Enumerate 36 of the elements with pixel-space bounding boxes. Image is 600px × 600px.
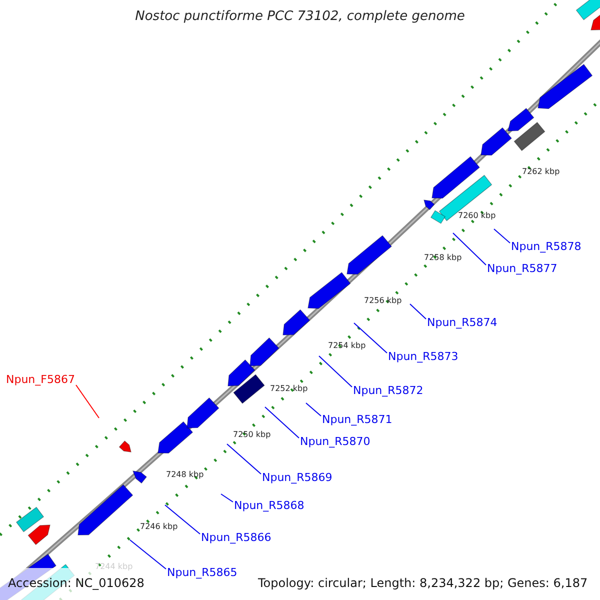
tick-label: 7250 kbp bbox=[233, 430, 271, 439]
leader-line bbox=[410, 304, 426, 320]
leader-line bbox=[226, 444, 262, 474]
gene-label: Npun_R5874 bbox=[427, 316, 498, 329]
leader-line bbox=[306, 402, 322, 416]
gene-label: Npun_R5872 bbox=[353, 384, 424, 397]
gene-label: Npun_R5868 bbox=[234, 499, 304, 512]
gene-label: Npun_R5869 bbox=[262, 471, 332, 484]
leader-line bbox=[264, 406, 300, 438]
leader-line bbox=[130, 540, 166, 570]
genome-summary-text: Topology: circular; Length: 8,234,322 bp; Genes: 6,187 bbox=[258, 576, 588, 590]
gene-label: Npun_R5871 bbox=[322, 413, 392, 426]
leader-line bbox=[164, 504, 200, 534]
tick-label: 7254 kbp bbox=[328, 341, 366, 350]
leader-line bbox=[494, 228, 510, 244]
gene-label: Npun_F5867 bbox=[6, 373, 75, 386]
leader-line bbox=[220, 494, 234, 502]
title: Nostoc punctiforme PCC 73102, complete genome bbox=[134, 9, 466, 24]
tick-label: 7256 kbp bbox=[364, 296, 402, 305]
tick-label: 7258 kbp bbox=[424, 253, 462, 262]
gene-label: Npun_R5865 bbox=[167, 566, 238, 579]
leader-line bbox=[318, 356, 352, 388]
accession-text: Accession: NC_010628 bbox=[8, 576, 144, 590]
gene-label: Npun_R5877 bbox=[487, 262, 558, 275]
gene-label: Npun_R5878 bbox=[511, 240, 582, 253]
tick-label: 7248 kbp bbox=[166, 470, 204, 479]
gene-label: Npun_R5866 bbox=[201, 531, 272, 544]
leader-line bbox=[76, 384, 100, 418]
leader-line bbox=[452, 232, 486, 266]
tick-label: 7260 kbp bbox=[458, 211, 496, 220]
leader-line bbox=[354, 322, 388, 354]
gene-label: Npun_R5873 bbox=[388, 350, 458, 363]
tick-label: 7262 kbp bbox=[522, 167, 560, 176]
tick-label: 7246 kbp bbox=[140, 522, 178, 531]
tick-label: 7252 kbp bbox=[270, 384, 308, 393]
gene-label: Npun_R5870 bbox=[300, 435, 370, 448]
